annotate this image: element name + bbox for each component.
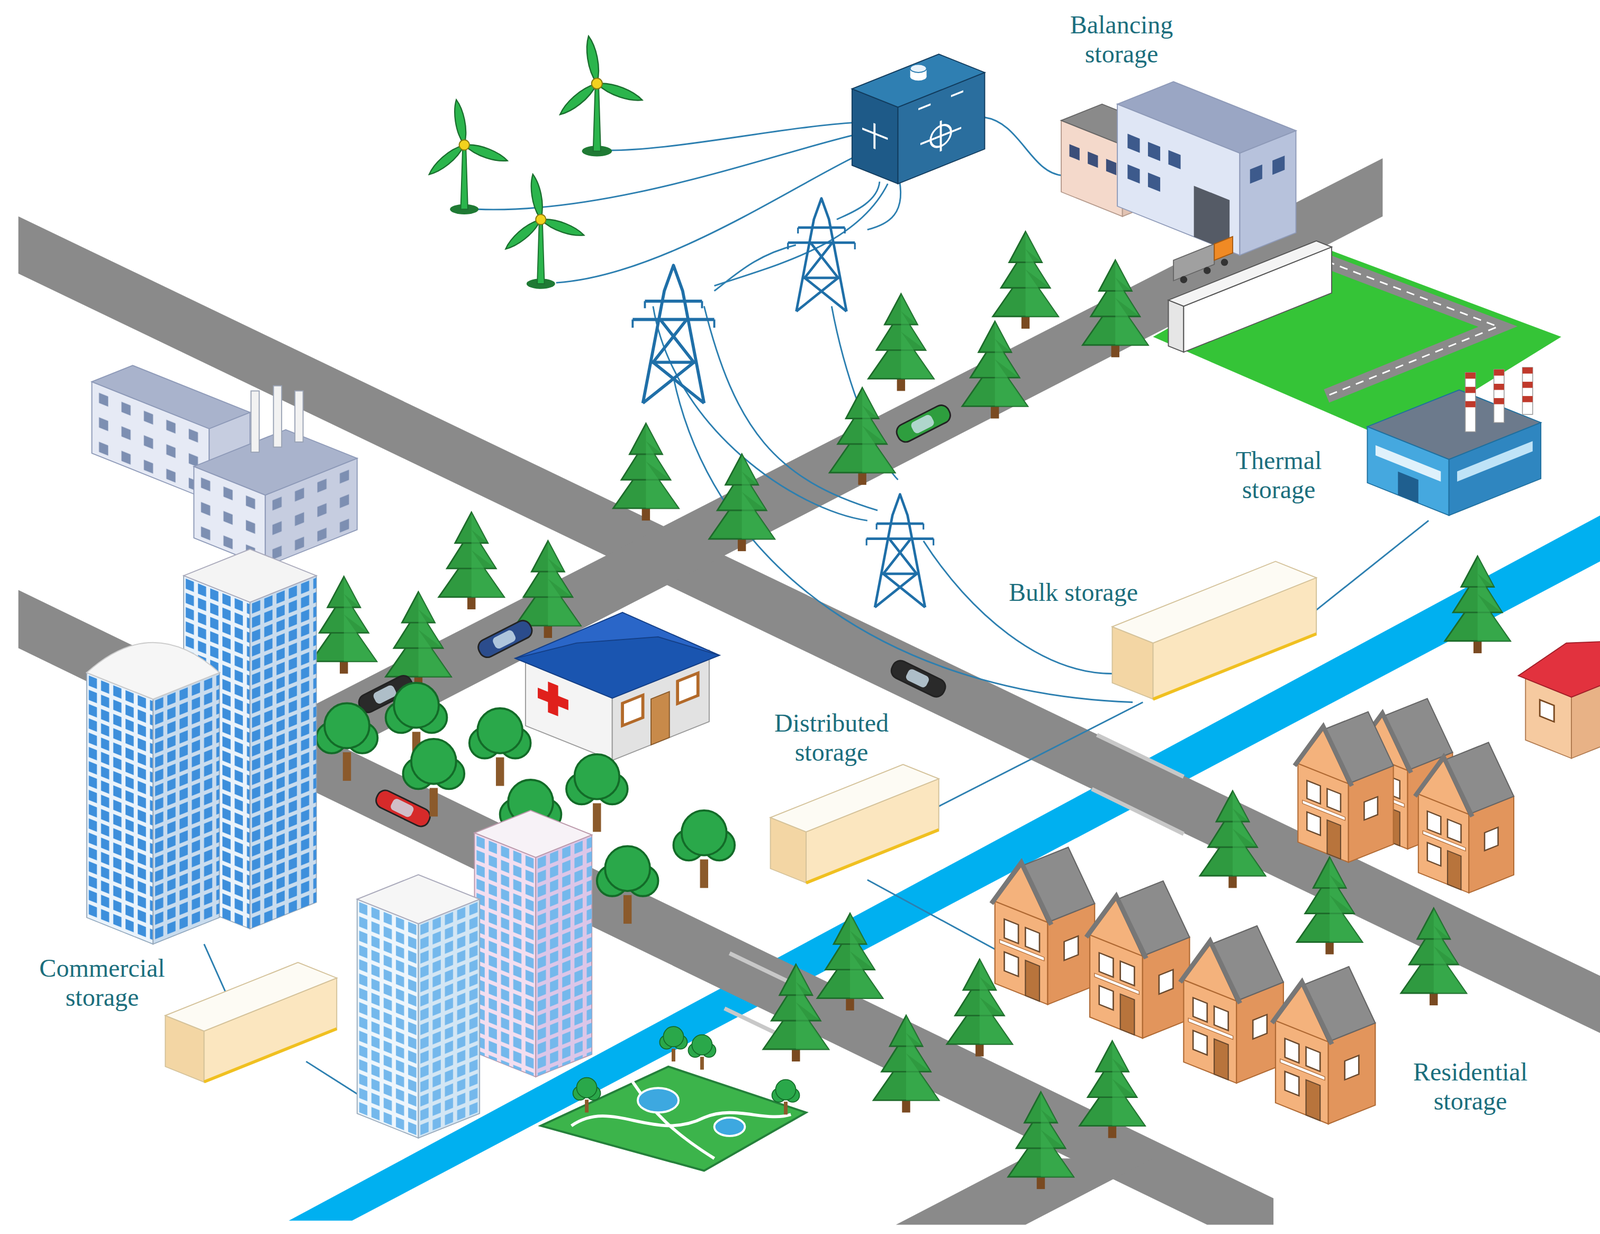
park (540, 1026, 807, 1171)
pylon (632, 265, 714, 403)
wind-turbine (502, 173, 586, 289)
storage-label: Balancing storage (1068, 10, 1176, 69)
pylon (788, 198, 855, 312)
pine-trees (613, 387, 896, 551)
storage-label: Bulk storage (1006, 577, 1141, 607)
airfield (1153, 245, 1562, 441)
car (373, 787, 433, 830)
houses (991, 846, 1376, 1124)
storage-label: Distributed storage (772, 708, 891, 767)
wind-turbine (426, 98, 510, 215)
office-tower (357, 874, 480, 1138)
storage-label: Residential storage (1411, 1056, 1530, 1116)
office-tower (86, 642, 220, 945)
balancing-control-box (852, 53, 985, 184)
roads (18, 158, 1600, 1225)
hospital (515, 612, 720, 761)
wind-turbine (556, 35, 644, 157)
factory (1061, 81, 1296, 256)
pine-trees (868, 231, 1148, 419)
trailer-container (1168, 240, 1332, 352)
pine-trees (311, 512, 1511, 690)
house (1518, 640, 1600, 759)
pylon (866, 494, 934, 608)
storage-block (770, 764, 939, 883)
storage-label: Thermal storage (1233, 445, 1325, 504)
truck (1173, 236, 1233, 284)
pine-trees (763, 913, 1012, 1062)
storage-block (165, 962, 337, 1082)
pine-trees (873, 1015, 1145, 1189)
storage-label: Commercial storage (37, 953, 167, 1012)
thermal-plant (1367, 367, 1541, 516)
storage-block (1112, 561, 1317, 699)
office-tower (474, 810, 592, 1077)
factory (92, 365, 358, 567)
car (893, 402, 954, 445)
